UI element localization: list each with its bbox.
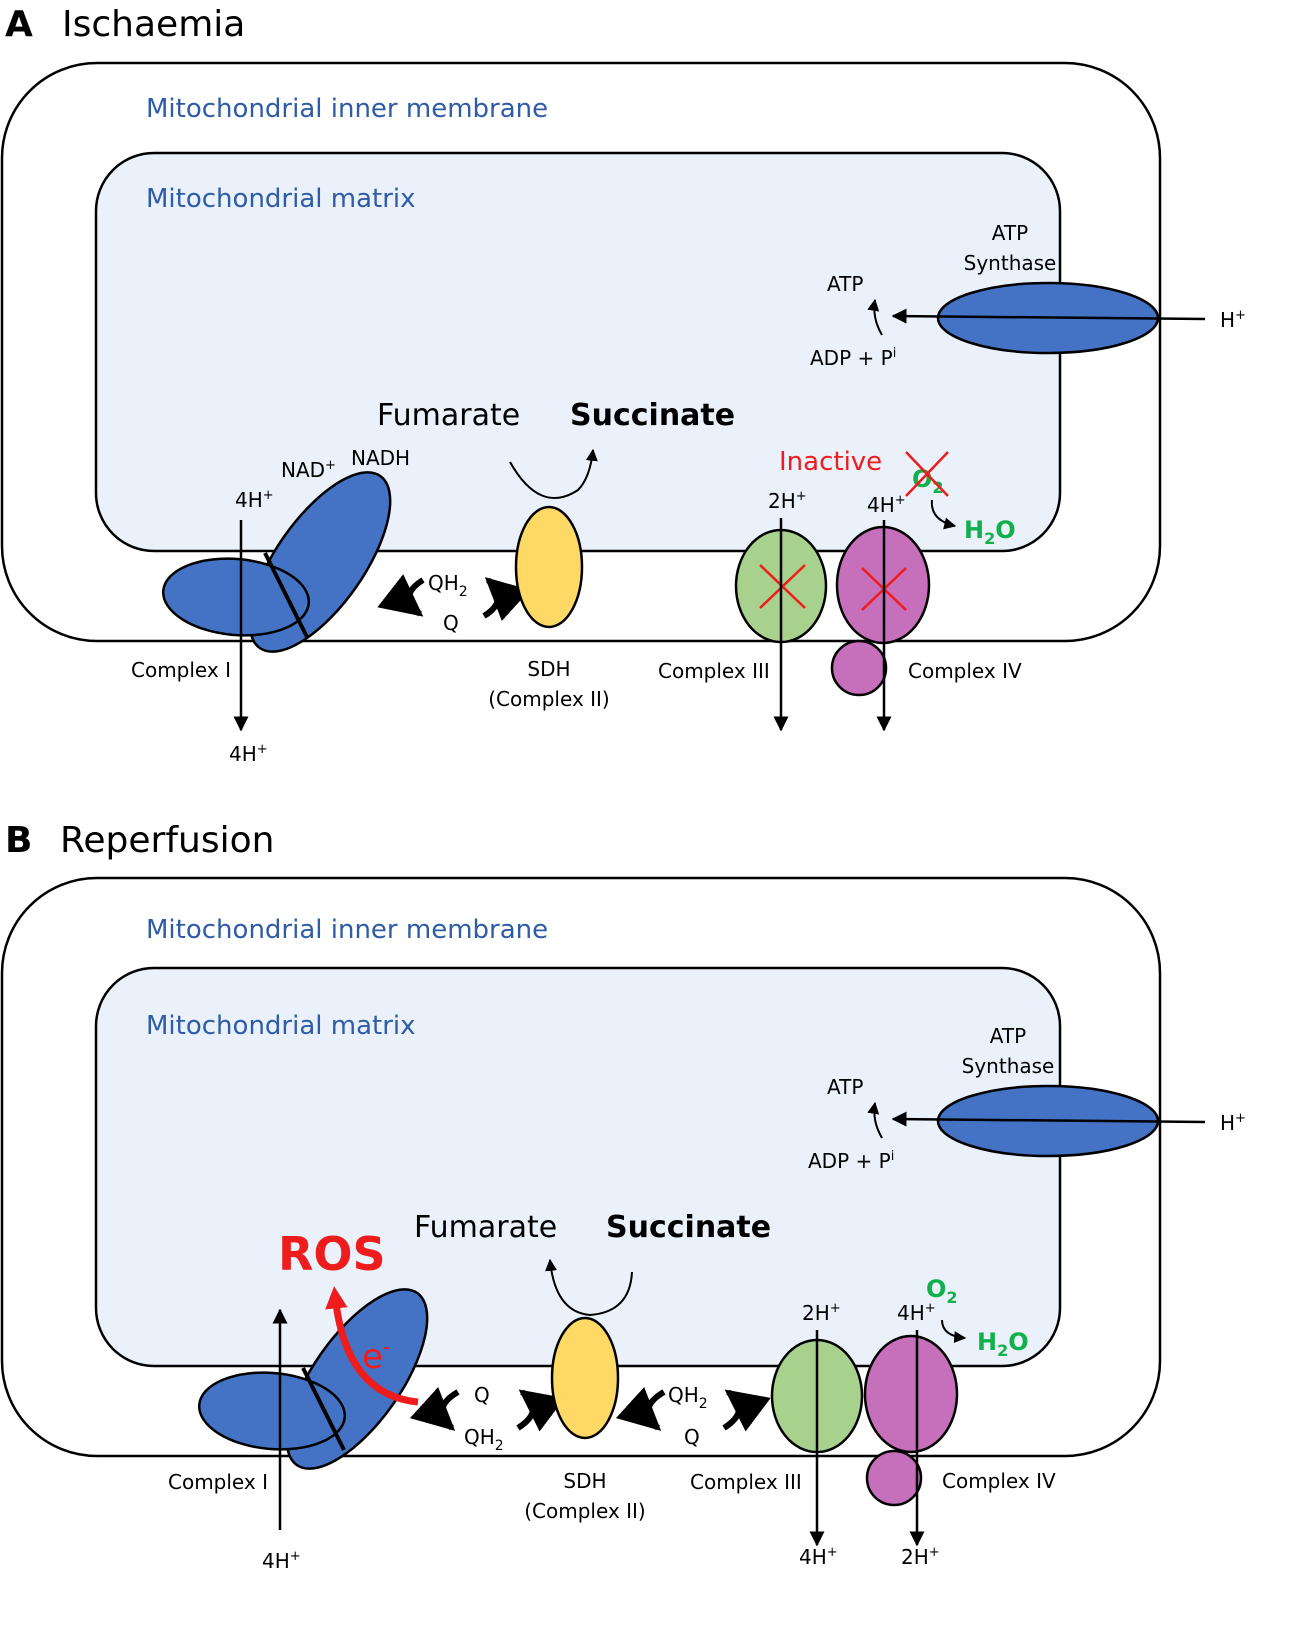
panel-b-complex3-label: Complex III — [690, 1470, 802, 1494]
panel-b-o2: O2 — [926, 1275, 958, 1307]
panel-a-adp: ADP + Pi — [810, 346, 896, 370]
panel-a-inactive: Inactive — [779, 447, 882, 477]
panel-b-q-right: Q — [684, 1425, 700, 1449]
panel-a-complex1-top-proton: 4H+ — [235, 488, 274, 512]
panel-b-atp-arrow — [867, 1101, 883, 1139]
panel-b-letter: B — [5, 820, 32, 861]
panel-a-title: Ischaemia — [62, 4, 245, 45]
panel-b: B Reperfusion Mitochondrial inner membra… — [0, 820, 1246, 1573]
panel-b-qh2-right: QH2 — [668, 1383, 708, 1412]
panel-a-complex3-cross — [759, 564, 806, 609]
panel-b-complex1 — [197, 1288, 429, 1470]
panel-b-q-left: Q — [474, 1383, 490, 1407]
panel-b-complex1-label: Complex I — [168, 1470, 268, 1494]
panel-b-c4-top-proton: 4H+ — [897, 1301, 936, 1325]
panel-a-atp-synthase-label-2: Synthase — [964, 251, 1057, 275]
panel-b-electron-arrow — [325, 1286, 419, 1406]
panel-b-c3-bottom-proton: 4H+ — [799, 1545, 838, 1569]
panel-a: A Ischaemia Mitochondrial inner membrane… — [0, 4, 1246, 766]
panel-a-qh2: QH2 — [428, 571, 468, 600]
panel-b-complex4-subunit — [865, 1449, 923, 1507]
panel-a-atp: ATP — [827, 272, 863, 296]
panel-b-matrix-label: Mitochondrial matrix — [146, 1011, 416, 1041]
panel-a-proton-flow-arrow — [891, 308, 1206, 324]
panel-b-q-cycle-right — [615, 1387, 771, 1432]
panel-a-complex3-label: Complex III — [658, 659, 770, 683]
panel-b-h2o: H2O — [977, 1328, 1029, 1360]
panel-b-succinate: Succinate — [606, 1210, 771, 1245]
panel-a-c4-top-proton: 4H+ — [867, 493, 906, 517]
panel-b-proton-flow-arrow — [891, 1111, 1206, 1127]
panel-a-nad: NAD+ — [281, 458, 336, 482]
panel-b-sdh — [550, 1316, 620, 1440]
panel-b-c3-top-proton: 2H+ — [802, 1301, 841, 1325]
panel-a-complex1-bottom-proton: 4H+ — [229, 742, 268, 766]
panel-a-inner-membrane-label: Mitochondrial inner membrane — [146, 94, 548, 124]
panel-b-electron: e- — [362, 1335, 390, 1377]
panel-a-o2-cross — [905, 451, 949, 497]
panel-b-atp: ATP — [827, 1075, 863, 1099]
panel-a-h-plus: H+ — [1220, 308, 1246, 332]
panel-a-water-arrow — [930, 499, 957, 530]
panel-a-complex1-label: Complex I — [131, 658, 231, 682]
panel-b-inner-membrane-label: Mitochondrial inner membrane — [146, 915, 548, 945]
panel-a-matrix-label: Mitochondrial matrix — [146, 184, 416, 214]
panel-b-h-plus: H+ — [1220, 1111, 1246, 1135]
panel-a-c3-top-proton: 2H+ — [768, 489, 807, 513]
panel-a-complex1 — [161, 471, 392, 653]
panel-b-complex1-bottom-proton: 4H+ — [262, 1549, 301, 1573]
panel-a-q-cycle — [377, 574, 531, 621]
panel-b-sdh-label-1: SDH — [563, 1469, 606, 1493]
panel-b-q-cycle-left — [409, 1387, 565, 1432]
panel-a-fumarate: Fumarate — [377, 398, 520, 433]
panel-b-fumarate: Fumarate — [414, 1210, 557, 1245]
panel-a-atp-arrow — [867, 298, 883, 336]
panel-b-fumarate-arrow — [545, 1258, 633, 1317]
panel-a-h2o: H2O — [964, 516, 1016, 548]
panel-b-water-arrow — [941, 1319, 967, 1344]
panel-b-complex4 — [863, 1334, 959, 1454]
panel-b-title: Reperfusion — [60, 820, 274, 861]
panel-a-succinate-arrow — [509, 448, 598, 499]
panel-b-qh2-left: QH2 — [464, 1425, 504, 1454]
panel-a-succinate: Succinate — [570, 398, 735, 433]
panel-a-nadh: NADH — [351, 446, 410, 470]
panel-b-adp: ADP + Pi — [808, 1149, 894, 1173]
panel-b-complex4-label: Complex IV — [942, 1469, 1056, 1493]
panel-a-sdh — [514, 505, 584, 629]
panel-a-sdh-label-1: SDH — [527, 657, 570, 681]
panel-a-atp-synthase-label-1: ATP — [992, 221, 1028, 245]
panel-b-ros: ROS — [278, 1227, 386, 1281]
panel-a-complex4-subunit — [830, 639, 888, 697]
panel-b-sdh-label-2: (Complex II) — [524, 1499, 645, 1523]
panel-b-c4-bottom-proton: 2H+ — [901, 1545, 940, 1569]
panel-a-complex4-label: Complex IV — [908, 659, 1022, 683]
panel-b-atp-synthase-label-1: ATP — [990, 1024, 1026, 1048]
panel-a-q: Q — [443, 611, 459, 635]
panel-a-letter: A — [5, 4, 33, 45]
panel-a-sdh-label-2: (Complex II) — [488, 687, 609, 711]
panel-b-atp-synthase-label-2: Synthase — [962, 1054, 1055, 1078]
